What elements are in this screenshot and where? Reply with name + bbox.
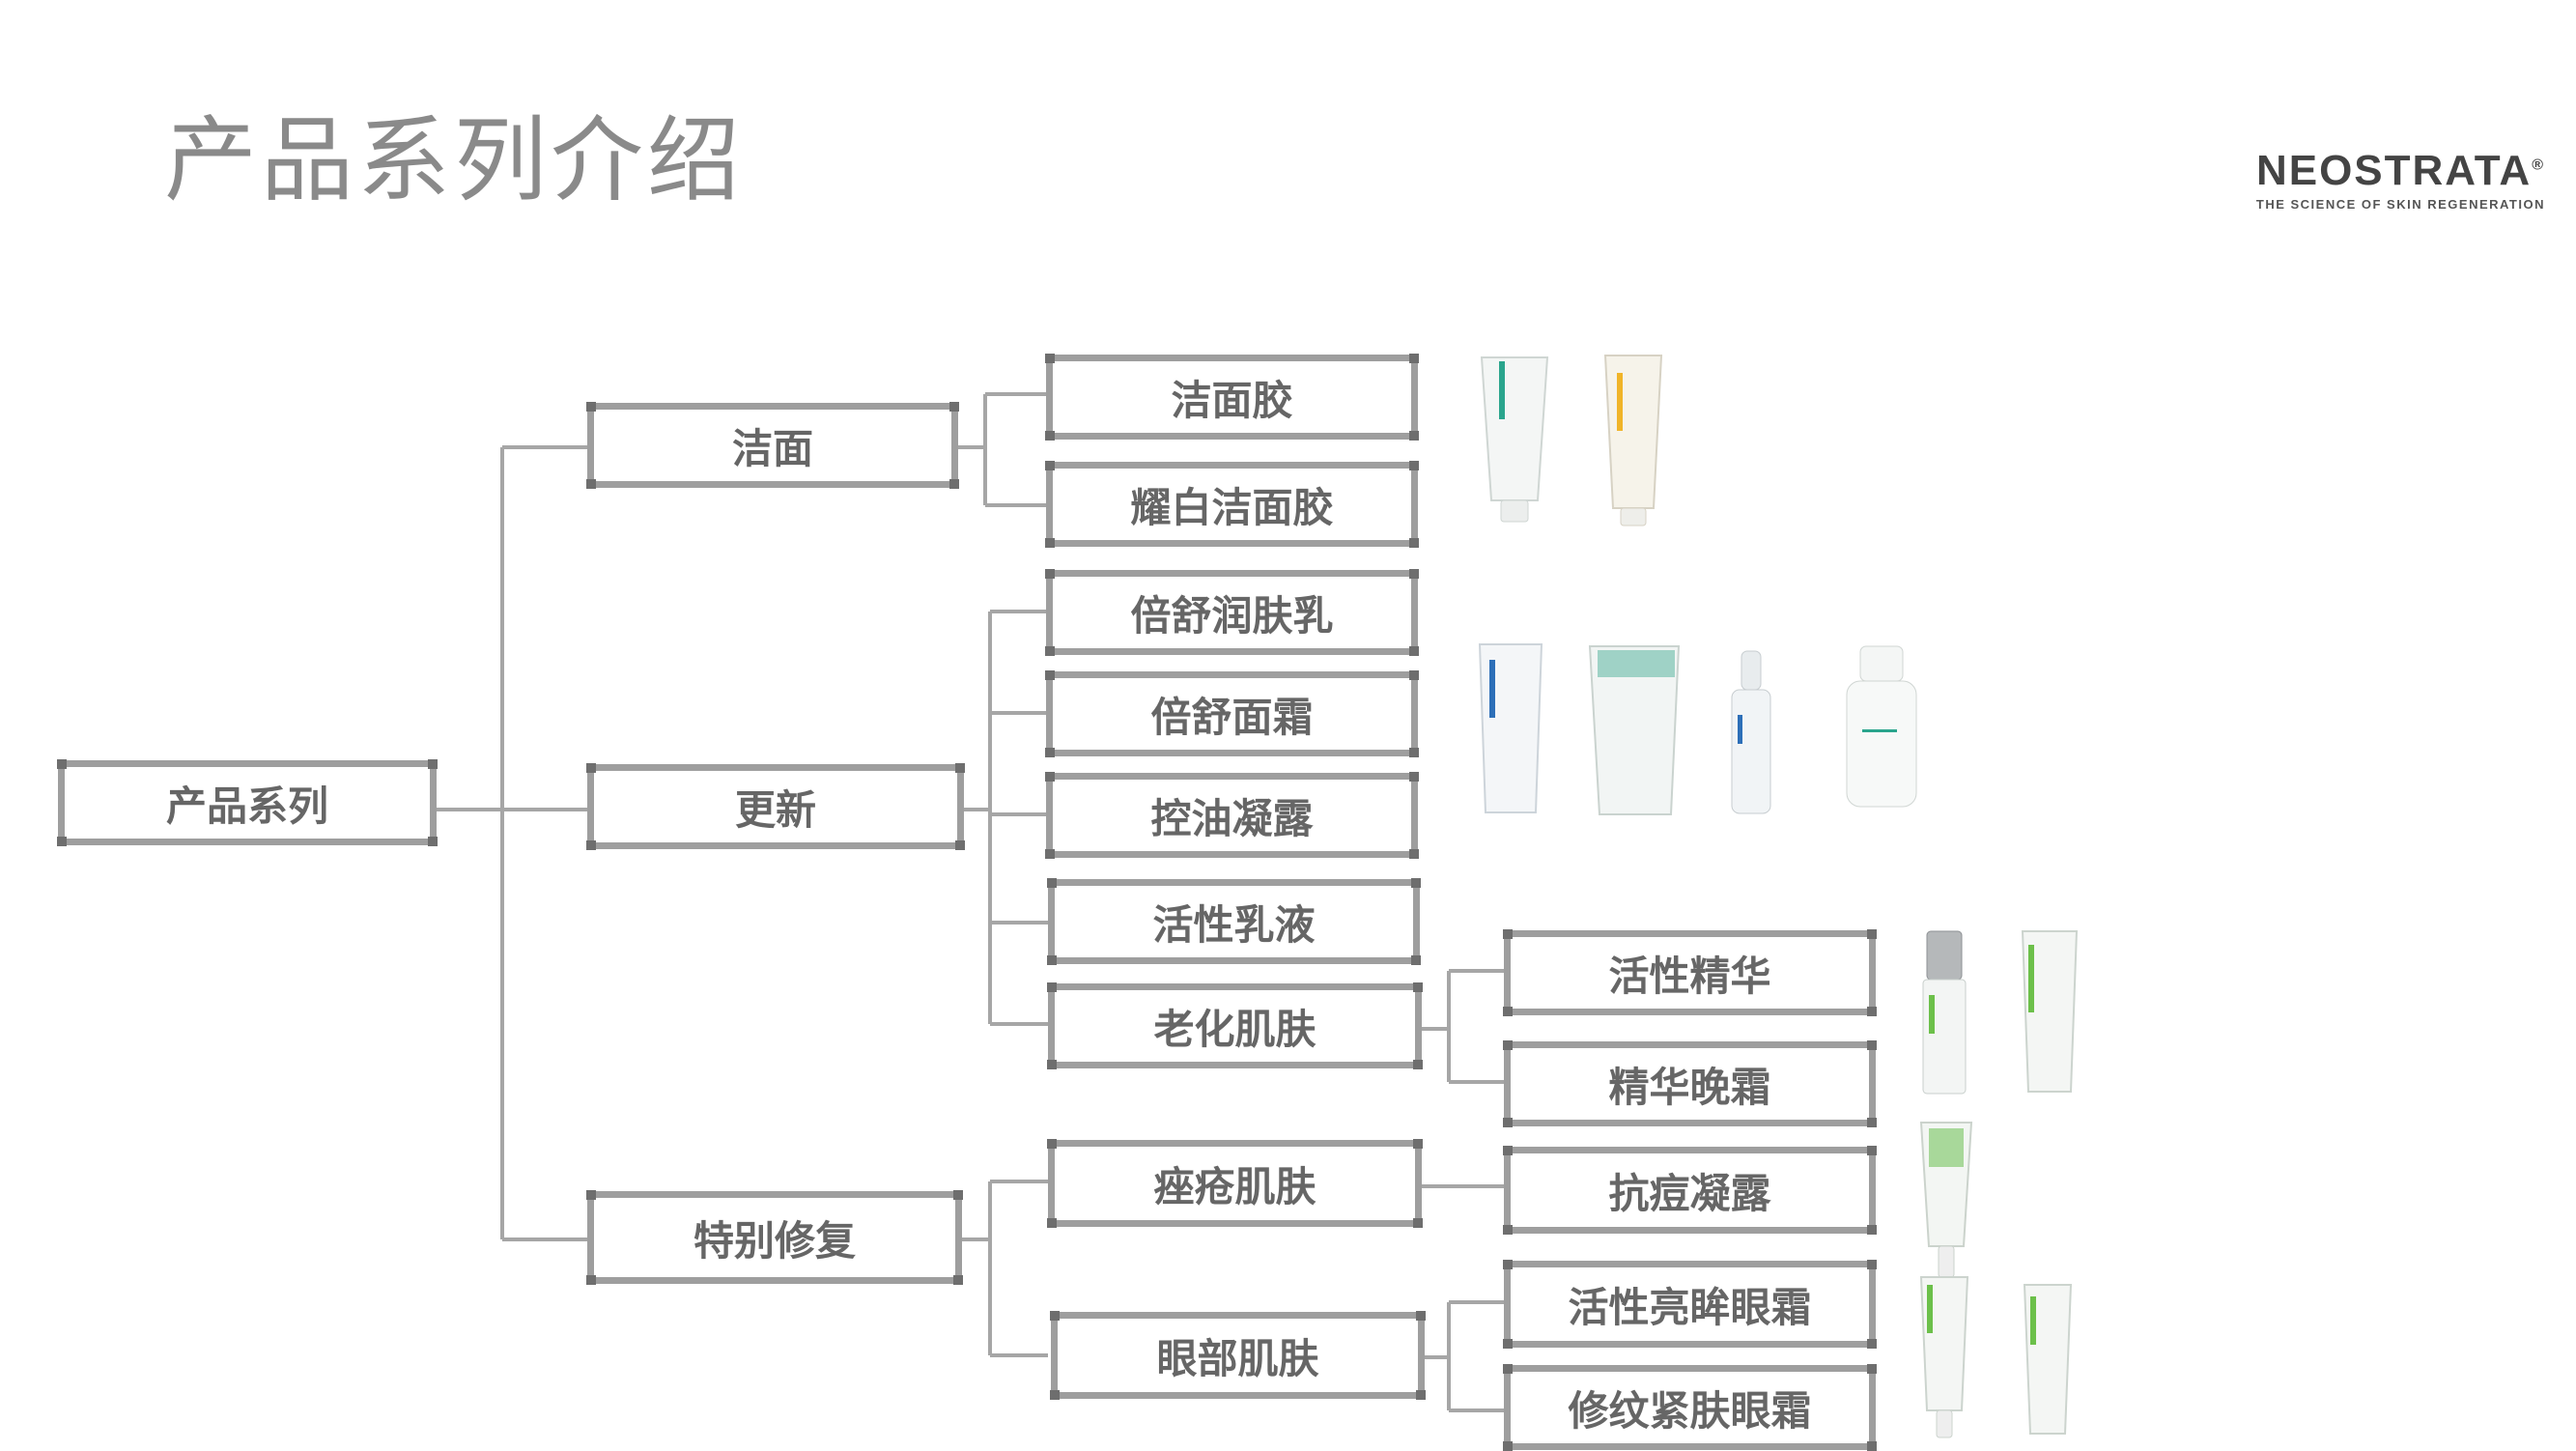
connector-aging: [1420, 969, 1507, 1084]
node-aging-skin: 老化肌肤: [1047, 982, 1423, 1069]
node-acne-gel: 抗痘凝露: [1503, 1146, 1877, 1235]
node-eye-skin-label: 眼部肌肤: [1156, 1334, 1319, 1382]
node-lotion-label: 倍舒润肤乳: [1130, 591, 1334, 640]
connector-cleanse: [956, 392, 1048, 507]
node-eye-skin: 眼部肌肤: [1050, 1311, 1426, 1400]
product-tube-cream: [1588, 645, 1681, 815]
node-cream: 倍舒面霜: [1045, 670, 1419, 757]
product-pump-serum: [1922, 930, 1967, 1095]
node-serum-label: 活性精华: [1608, 952, 1771, 1000]
node-repair-label: 特别修复: [693, 1216, 856, 1265]
page-title: 产品系列介绍: [164, 106, 744, 214]
brand-logo: NEOSTRATA® THE SCIENCE OF SKIN REGENERAT…: [2256, 147, 2545, 212]
connector-renew: [961, 610, 1048, 1026]
node-eye-firm-label: 修纹紧肤眼霜: [1568, 1386, 1812, 1435]
product-pump-gel: [1731, 650, 1771, 814]
product-tube-gel-cleanser: [1480, 356, 1549, 523]
product-bottle-active-lotion: [1846, 645, 1917, 808]
node-lotion: 倍舒润肤乳: [1045, 569, 1419, 656]
node-root: 产品系列: [57, 759, 438, 846]
node-night-cream: 精华晚霜: [1503, 1040, 1877, 1127]
connector-repair: [961, 1180, 1048, 1357]
product-tube-eye-bright: [1919, 1276, 1969, 1438]
node-acne-gel-label: 抗痘凝露: [1608, 1169, 1771, 1217]
product-tube-night-cream: [2021, 930, 2079, 1093]
brand-tagline: THE SCIENCE OF SKIN REGENERATION: [2255, 197, 2545, 212]
node-renew: 更新: [586, 763, 965, 850]
node-cream-label: 倍舒面霜: [1150, 693, 1314, 741]
node-bright-cleanser-label: 耀白洁面胶: [1130, 483, 1334, 531]
node-active-lotion-label: 活性乳液: [1152, 900, 1316, 949]
node-oil-gel: 控油凝露: [1045, 772, 1419, 859]
node-cleanse-label: 洁面: [731, 424, 813, 472]
node-gel-cleanser-label: 洁面胶: [1171, 376, 1293, 424]
node-aging-skin-label: 老化肌肤: [1153, 1005, 1316, 1053]
product-tube-bright-cleanser: [1603, 355, 1663, 526]
node-oil-gel-label: 控油凝露: [1150, 794, 1314, 842]
node-active-lotion: 活性乳液: [1047, 878, 1421, 965]
node-renew-label: 更新: [734, 785, 816, 834]
product-tube-lotion: [1478, 643, 1543, 813]
node-cleanse: 洁面: [586, 402, 959, 489]
node-bright-cleanser: 耀白洁面胶: [1045, 461, 1419, 548]
product-tube-acne-gel: [1919, 1122, 1973, 1278]
node-repair: 特别修复: [586, 1190, 963, 1285]
connector-root: [435, 445, 589, 1241]
node-eye-firm: 修纹紧肤眼霜: [1503, 1364, 1877, 1451]
node-acne-skin-label: 痤疮肌肤: [1153, 1162, 1316, 1210]
node-eye-bright: 活性亮眸眼霜: [1503, 1260, 1877, 1349]
node-eye-bright-label: 活性亮眸眼霜: [1568, 1283, 1812, 1331]
node-serum: 活性精华: [1503, 929, 1877, 1016]
node-gel-cleanser: 洁面胶: [1045, 354, 1419, 441]
product-tube-eye-firm: [2023, 1284, 2073, 1435]
node-acne-skin: 痤疮肌肤: [1047, 1139, 1423, 1228]
connector-eye: [1425, 1300, 1507, 1412]
brand-name: NEOSTRATA®: [2255, 147, 2545, 194]
node-night-cream-label: 精华晚霜: [1608, 1063, 1771, 1111]
node-root-label: 产品系列: [165, 782, 328, 830]
